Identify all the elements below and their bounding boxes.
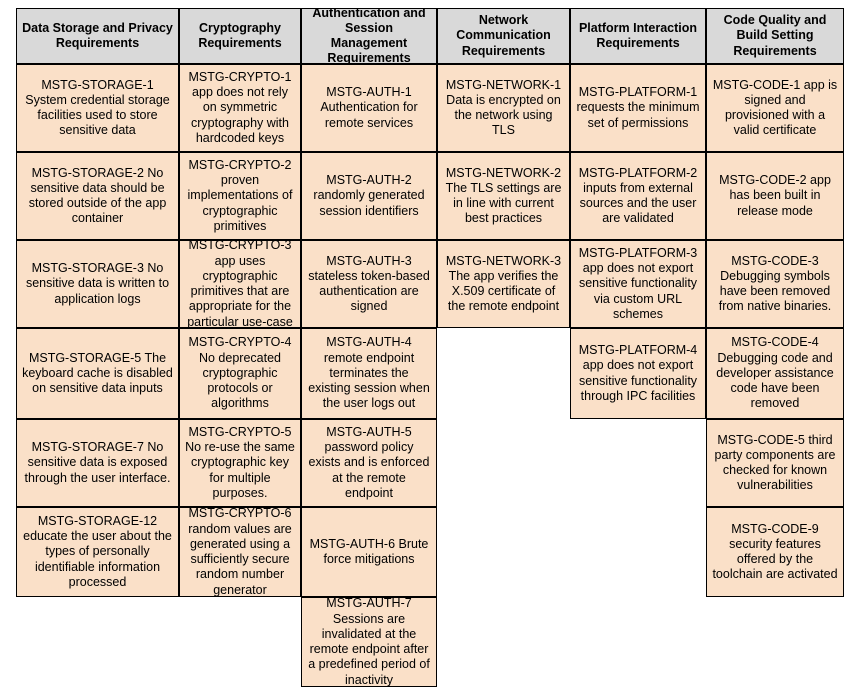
requirement-cell-storage-5: MSTG-STORAGE-7 No sensitive data is expo… (16, 419, 179, 507)
requirement-cell-platform-2: MSTG-PLATFORM-2 inputs from external sou… (570, 152, 706, 240)
requirement-text: MSTG-CRYPTO-1 app does not rely on symme… (188, 69, 292, 145)
requirement-text: MSTG-CODE-5 third party components are c… (714, 432, 836, 493)
requirement-cell-auth-1: MSTG-AUTH-1 Authentication for remote se… (301, 64, 437, 152)
requirement-text: MSTG-CODE-3 Debugging symbols have been … (718, 253, 832, 314)
requirement-text: MSTG-CODE-1 app is signed and provisione… (712, 77, 838, 138)
requirement-text: MSTG-AUTH-7 Sessions are invalidated at … (308, 597, 430, 687)
empty-cell-network-5 (437, 419, 570, 507)
empty-cell-network-4 (437, 328, 570, 419)
requirement-cell-code-1: MSTG-CODE-1 app is signed and provisione… (706, 64, 844, 152)
empty-cell-platform-7 (570, 597, 706, 687)
requirement-cell-code-4: MSTG-CODE-4 Debugging code and developer… (706, 328, 844, 419)
requirement-cell-platform-3: MSTG-PLATFORM-3 app does not export sens… (570, 240, 706, 328)
column-header-crypto: Cryptography Requirements (179, 8, 301, 64)
empty-cell-crypto-7 (179, 597, 301, 687)
requirement-text: MSTG-CODE-4 Debugging code and developer… (716, 335, 834, 411)
requirement-cell-platform-1: MSTG-PLATFORM-1 requests the minimum set… (570, 64, 706, 152)
requirement-cell-auth-3: MSTG-AUTH-3 stateless token-based authen… (301, 240, 437, 328)
requirement-text: MSTG-NETWORK-1 Data is encrypted on the … (445, 77, 562, 138)
requirement-cell-storage-3: MSTG-STORAGE-3 No sensitive data is writ… (16, 240, 179, 328)
requirement-text: MSTG-PLATFORM-2 inputs from external sou… (578, 165, 698, 226)
requirement-cell-auth-5: MSTG-AUTH-5 password policy exists and i… (301, 419, 437, 507)
requirement-cell-auth-2: MSTG-AUTH-2 randomly generated session i… (301, 152, 437, 240)
requirement-cell-platform-4: MSTG-PLATFORM-4 app does not export sens… (570, 328, 706, 419)
requirement-cell-storage-1: MSTG-STORAGE-1 System credential storage… (16, 64, 179, 152)
requirement-cell-network-1: MSTG-NETWORK-1 Data is encrypted on the … (437, 64, 570, 152)
requirement-text: MSTG-PLATFORM-4 app does not export sens… (578, 343, 698, 403)
requirement-cell-crypto-2: MSTG-CRYPTO-2 proven implementations of … (179, 152, 301, 240)
requirement-text: MSTG-STORAGE-1 System credential storage… (25, 77, 170, 138)
requirement-text: MSTG-AUTH-3 stateless token-based authen… (308, 253, 430, 314)
requirement-cell-network-3: MSTG-NETWORK-3 The app verifies the X.50… (437, 240, 570, 328)
requirement-text: MSTG-NETWORK-3 The app verifies the X.50… (445, 253, 562, 314)
requirement-text: MSTG-AUTH-1 Authentication for remote se… (320, 85, 418, 130)
column-header-storage: Data Storage and Privacy Requirements (16, 8, 179, 64)
empty-cell-storage-7 (16, 597, 179, 687)
requirement-text: MSTG-STORAGE-5 The keyboard cache is dis… (22, 350, 173, 396)
column-header-auth: Authentication and Session Management Re… (301, 8, 437, 64)
requirement-cell-auth-4: MSTG-AUTH-4 remote endpoint terminates t… (301, 328, 437, 419)
empty-cell-platform-6 (570, 507, 706, 597)
requirement-text: MSTG-AUTH-5 password policy exists and i… (308, 424, 430, 500)
requirement-text: MSTG-STORAGE-3 No sensitive data is writ… (25, 261, 170, 306)
column-header-platform: Platform Interaction Requirements (570, 8, 706, 64)
empty-cell-platform-5 (570, 419, 706, 507)
requirement-text: MSTG-CODE-2 app has been built in releas… (719, 173, 831, 218)
requirement-cell-code-6: MSTG-CODE-9 security features offered by… (706, 507, 844, 597)
requirement-text: MSTG-PLATFORM-3 app does not export sens… (578, 245, 698, 321)
requirement-text: MSTG-CODE-9 security features offered by… (712, 521, 838, 582)
empty-cell-network-6 (437, 507, 570, 597)
column-header-network: Network Communication Requirements (437, 8, 570, 64)
requirement-cell-storage-2: MSTG-STORAGE-2 No sensitive data should … (16, 152, 179, 240)
requirement-cell-crypto-5: MSTG-CRYPTO-5 No re-use the same cryptog… (179, 419, 301, 507)
requirement-cell-code-3: MSTG-CODE-3 Debugging symbols have been … (706, 240, 844, 328)
requirement-text: MSTG-AUTH-6 Brute force mitigations (309, 536, 429, 566)
requirement-text: MSTG-AUTH-4 remote endpoint terminates t… (308, 335, 430, 411)
requirement-text: MSTG-STORAGE-7 No sensitive data is expo… (24, 440, 171, 485)
requirement-cell-crypto-4: MSTG-CRYPTO-4 No deprecated cryptographi… (179, 328, 301, 419)
requirement-cell-code-5: MSTG-CODE-5 third party components are c… (706, 419, 844, 507)
requirement-text: MSTG-CRYPTO-6 random values are generate… (188, 507, 292, 597)
requirement-text: MSTG-CRYPTO-3 app uses cryptographic pri… (187, 240, 293, 328)
requirement-cell-auth-6: MSTG-AUTH-6 Brute force mitigations (301, 507, 437, 597)
requirement-cell-auth-7: MSTG-AUTH-7 Sessions are invalidated at … (301, 597, 437, 687)
requirement-text: MSTG-CRYPTO-5 No re-use the same cryptog… (185, 424, 295, 500)
requirement-cell-code-2: MSTG-CODE-2 app has been built in releas… (706, 152, 844, 240)
requirement-cell-crypto-6: MSTG-CRYPTO-6 random values are generate… (179, 507, 301, 597)
requirement-cell-storage-6: MSTG-STORAGE-12 educate the user about t… (16, 507, 179, 597)
requirement-cell-storage-4: MSTG-STORAGE-5 The keyboard cache is dis… (16, 328, 179, 419)
requirement-cell-crypto-1: MSTG-CRYPTO-1 app does not rely on symme… (179, 64, 301, 152)
column-header-code: Code Quality and Build Setting Requireme… (706, 8, 844, 64)
requirement-text: MSTG-CRYPTO-4 No deprecated cryptographi… (188, 335, 292, 411)
requirement-text: MSTG-NETWORK-2 The TLS settings are in l… (445, 165, 562, 226)
requirement-text: MSTG-PLATFORM-1 requests the minimum set… (576, 85, 700, 130)
requirement-text: MSTG-CRYPTO-2 proven implementations of … (187, 157, 293, 233)
empty-cell-code-7 (706, 597, 844, 687)
empty-cell-network-7 (437, 597, 570, 687)
requirement-text: MSTG-STORAGE-2 No sensitive data should … (28, 165, 167, 226)
requirement-cell-network-2: MSTG-NETWORK-2 The TLS settings are in l… (437, 152, 570, 240)
requirement-text: MSTG-STORAGE-12 educate the user about t… (23, 513, 172, 589)
requirement-cell-crypto-3: MSTG-CRYPTO-3 app uses cryptographic pri… (179, 240, 301, 328)
requirement-text: MSTG-AUTH-2 randomly generated session i… (313, 173, 425, 218)
